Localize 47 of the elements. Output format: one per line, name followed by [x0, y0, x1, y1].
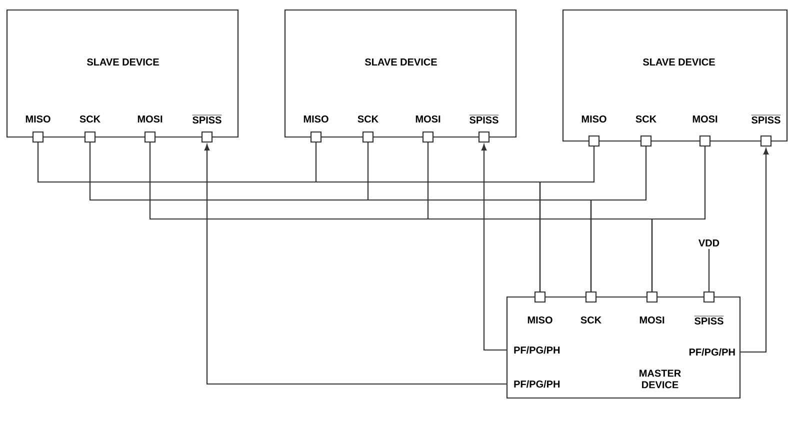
connector: [651, 146, 706, 292]
device-title: SLAVE DEVICE: [87, 58, 159, 66]
pin-square: [585, 291, 597, 303]
pin-square: [32, 131, 44, 143]
pin-label: MOSI: [416, 115, 440, 123]
pin-square: [201, 131, 213, 143]
pin-label: MISO: [26, 115, 50, 123]
pin-square: [534, 291, 546, 303]
pin-square: [144, 131, 156, 143]
connector: [590, 146, 647, 292]
pin-square: [640, 135, 652, 147]
pin-square: [699, 135, 711, 147]
pin-label: SPISS: [469, 114, 499, 124]
pin-label: SCK: [80, 115, 100, 123]
pin-label: SPISS: [192, 114, 222, 124]
pin-label: MISO: [304, 115, 328, 123]
pin-label: SCK: [358, 115, 378, 123]
pin-label: PF/PG/PH: [514, 380, 560, 388]
pin-label: PF/PG/PH: [689, 348, 735, 356]
pin-label: MOSI: [692, 115, 718, 123]
pin-label: SPISS: [694, 316, 724, 325]
pin-square: [422, 131, 434, 143]
device-title: SLAVE DEVICE: [364, 58, 437, 66]
pin-square: [588, 135, 600, 147]
pin-label: MISO: [528, 316, 552, 324]
pin-label: MISO: [582, 115, 606, 123]
pin-square: [84, 131, 96, 143]
connector: [481, 144, 506, 351]
connector: [708, 248, 710, 292]
pin-square: [310, 131, 322, 143]
pin-square: [646, 291, 658, 303]
supply-label: VDD: [698, 240, 720, 246]
pin-label: MOSI: [640, 316, 664, 324]
pin-square: [703, 291, 715, 303]
device-title: SLAVE DEVICE: [642, 58, 715, 66]
pin-label: SCK: [580, 316, 602, 324]
pin-label: SPISS: [751, 114, 781, 124]
pin-label: MOSI: [138, 115, 162, 123]
pin-label: PF/PG/PH: [514, 346, 560, 354]
connector: [204, 144, 506, 385]
pin-square: [478, 131, 490, 143]
pin-label: SCK: [636, 115, 656, 123]
pin-square: [760, 135, 772, 147]
device-title: MASTER DEVICE: [640, 370, 681, 388]
connector: [740, 148, 769, 353]
pin-square: [362, 131, 374, 143]
connector: [539, 146, 595, 292]
